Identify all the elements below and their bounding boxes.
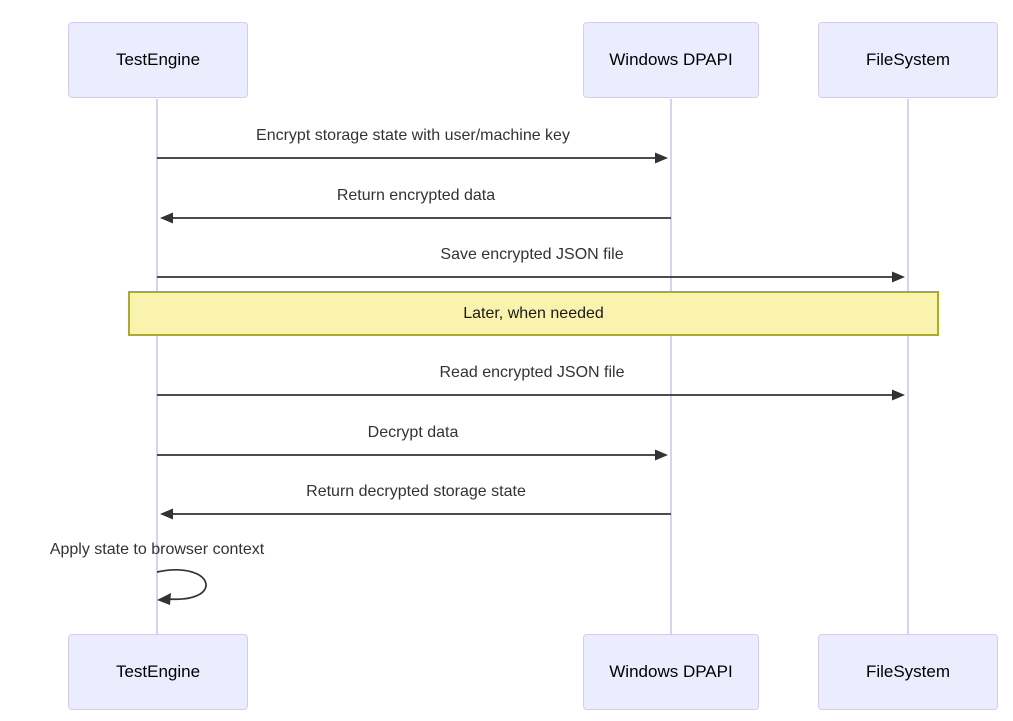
actor-dpapi-top: Windows DPAPI	[583, 22, 759, 98]
arrowhead-right-icon	[892, 271, 905, 283]
message-label-3: Save encrypted JSON file	[440, 246, 624, 263]
arrowhead-right-icon	[655, 152, 668, 164]
actor-testengine-top: TestEngine	[68, 22, 248, 98]
message-label-7: Apply state to browser context	[49, 541, 265, 558]
actor-filesystem-top: FileSystem	[818, 22, 998, 98]
message-arrow-7-self-loop	[156, 569, 207, 600]
message-label-2: Return encrypted data	[336, 187, 496, 204]
message-label-4: Read encrypted JSON file	[439, 364, 625, 381]
actor-label: Windows DPAPI	[609, 662, 733, 681]
message-label-1: Encrypt storage state with user/machine …	[256, 127, 570, 144]
arrowhead-left-icon	[160, 508, 173, 520]
actor-testengine-bottom: TestEngine	[68, 634, 248, 710]
actor-label: Windows DPAPI	[609, 50, 733, 69]
actor-label: TestEngine	[115, 50, 201, 69]
message-label-5: Decrypt data	[367, 424, 459, 441]
actor-label: TestEngine	[115, 662, 201, 681]
actor-label: FileSystem	[865, 50, 951, 69]
arrowhead-right-icon	[892, 389, 905, 401]
actor-label: FileSystem	[865, 662, 951, 681]
note-later-when-needed: Later, when needed	[128, 291, 939, 336]
note-label: Later, when needed	[463, 304, 604, 322]
actor-dpapi-bottom: Windows DPAPI	[583, 634, 759, 710]
arrowhead-right-icon	[655, 449, 668, 461]
actor-filesystem-bottom: FileSystem	[818, 634, 998, 710]
arrowhead-left-icon	[160, 212, 173, 224]
arrowhead-left-icon	[157, 593, 171, 605]
message-label-6: Return decrypted storage state	[306, 483, 526, 500]
